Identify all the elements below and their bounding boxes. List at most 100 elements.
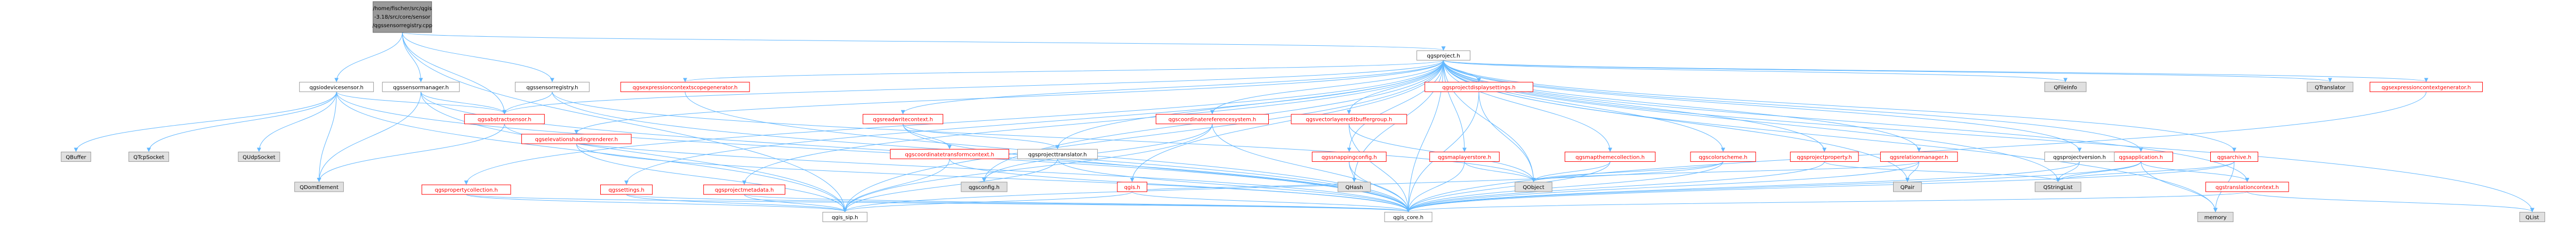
- node-qgsreadwritecontext-h[interactable]: qgsreadwritecontext.h: [863, 114, 944, 125]
- node-qgscolorscheme-h[interactable]: qgscolorscheme.h: [1690, 151, 1756, 162]
- node-memory[interactable]: memory: [2197, 212, 2234, 223]
- node-box: [600, 184, 653, 195]
- node-box: [1564, 151, 1656, 162]
- node-QPair[interactable]: QPair: [1893, 182, 1922, 192]
- node-label: qgsiodevicesensor.h: [309, 85, 363, 91]
- edge-qgsmaplayerstore_h-to-QObject: [1464, 161, 1536, 182]
- edge-qgscoordinatetransformcontext_h-to-qgis_sip_h: [842, 159, 950, 212]
- node-qgsmapthemecollection-h[interactable]: qgsmapthemecollection.h: [1564, 151, 1656, 162]
- node-box: [822, 212, 868, 223]
- node-qgstranslationcontext-h[interactable]: qgstranslationcontext.h: [2205, 182, 2289, 192]
- edge-qgsprojectproperty_h-to-QStringList: [1824, 161, 2060, 182]
- edge-qgsprojectmetadata_h-to-qgis_core_h: [744, 194, 1411, 212]
- edge-qgspropertycollection_h-to-qgis_core_h: [466, 194, 1410, 212]
- edge-qgsproject_h-to-qgstranslationcontext_h: [1443, 60, 2250, 182]
- node-box: [1515, 182, 1552, 192]
- edge-qgsprojectversion_h-to-qgis_core_h: [1406, 161, 2080, 212]
- edge-qgssensorregistry_h-to-QObject: [552, 92, 1536, 182]
- node-box: [1880, 151, 1958, 162]
- node-label: qgis_sip.h: [832, 215, 858, 221]
- node-qgsprojectproperty-h[interactable]: qgsprojectproperty.h: [1790, 151, 1859, 162]
- node-box: [1338, 182, 1371, 192]
- node-qgssettings-h[interactable]: qgssettings.h: [600, 184, 653, 195]
- node-qgsvectorlayereditbuffergroup-h[interactable]: qgsvectorlayereditbuffergroup.h: [1291, 114, 1407, 125]
- node-box: [421, 184, 511, 195]
- node-qgssensormanager-h[interactable]: qgssensormanager.h: [382, 81, 460, 92]
- node-label: QObject: [1523, 185, 1544, 191]
- node-qgselevationshadingrenderer-h[interactable]: qgselevationshadingrenderer.h: [521, 134, 632, 144]
- node-root: /home/fischer/src/qgis-3.18/src/core/sen…: [372, 1, 432, 33]
- edge-qgsvectorlayereditbuffergroup_h-to-qgis_core_h: [1348, 124, 1411, 212]
- node-qgscoordinatereferencesystem-h[interactable]: qgscoordinatereferencesystem.h: [1155, 114, 1269, 125]
- node-qgis-h[interactable]: qgis.h: [1117, 182, 1147, 192]
- node-box: [1424, 81, 1534, 92]
- node-label: qgssettings.h: [608, 187, 644, 193]
- node-qgsprojectdisplaysettings-h[interactable]: qgsprojectdisplaysettings.h: [1424, 81, 1534, 92]
- edge-qgsproject_h-to-qgsabstractsensor_h_top: [502, 60, 1444, 114]
- node-label: qgsprojectproperty.h: [1797, 154, 1852, 160]
- edge-qgsarchive_h-to-qgis_core_h: [1406, 161, 2235, 212]
- node-qgscoordinatetransformcontext-h[interactable]: qgscoordinatetransformcontext.h: [890, 149, 1009, 159]
- node-label: qgssnappingconfig.h: [1322, 154, 1377, 160]
- node-qgssnappingconfig-h[interactable]: qgssnappingconfig.h: [1311, 151, 1387, 162]
- node-label: qgsexpressioncontextgenerator.h: [2381, 85, 2471, 91]
- node-box: [1017, 149, 1098, 159]
- edge-qgsiodevicesensor_h-to-QDomElement: [317, 92, 337, 182]
- edge-qgssettings_h-to-qgis_sip_h: [626, 194, 847, 212]
- node-qgsapplication-h[interactable]: qgsapplication.h: [2108, 151, 2174, 162]
- node-qgsrelationmanager-h[interactable]: qgsrelationmanager.h: [1880, 151, 1958, 162]
- node-qgsexpressioncontextscopegenerator-h[interactable]: qgsexpressioncontextscopegenerator.h: [620, 81, 750, 92]
- node-qgsiodevicesensor-h[interactable]: qgsiodevicesensor.h: [299, 81, 374, 92]
- node-qgsabstractsensor-h-top[interactable]: qgsabstractsensor.h: [464, 114, 545, 125]
- edge-qgsproject_h-to-qgsprojectmetadata_h: [742, 60, 1444, 185]
- node-label: qgsproject.h: [1427, 53, 1460, 59]
- node-qgsexpressioncontextgenerator-h[interactable]: qgsexpressioncontextgenerator.h: [2369, 81, 2483, 92]
- edge-qgsproject_h-to-qgssnappingconfig_h: [1347, 60, 1444, 152]
- node-qgspropertycollection-h[interactable]: qgspropertycollection.h: [421, 184, 511, 195]
- node-QUdpSocket[interactable]: QUdpSocket: [238, 151, 280, 162]
- node-qgsarchive-h[interactable]: qgsarchive.h: [2210, 151, 2258, 162]
- node-qgsprojectversion-h[interactable]: qgsprojectversion.h: [2044, 151, 2115, 162]
- node-qgsprojecttranslator-h[interactable]: qgsprojecttranslator.h: [1017, 149, 1098, 159]
- edge-qgsproject_h-to-QList: [1443, 60, 2534, 212]
- node-box: [1291, 114, 1407, 125]
- edge-qgsproject_h-to-qgsrelationmanager_h: [1443, 60, 1921, 152]
- node-QObject[interactable]: QObject: [1515, 182, 1552, 192]
- node-qgis-sip-h[interactable]: qgis_sip.h: [822, 212, 868, 223]
- node-qgis-core-h[interactable]: qgis_core.h: [1384, 212, 1432, 223]
- node-QBuffer[interactable]: QBuffer: [61, 151, 91, 162]
- node-box: [1790, 151, 1859, 162]
- root-label-line: -3.18/src/core/sensor: [374, 14, 431, 20]
- node-qgsmaplayerstore-h[interactable]: qgsmaplayerstore.h: [1429, 151, 1500, 162]
- node-label: memory: [2204, 215, 2227, 221]
- root-label-line: /qgssensorregistry.cpp: [372, 23, 432, 29]
- node-label: qgssensorregistry.h: [526, 85, 578, 91]
- node-QDomElement[interactable]: QDomElement: [294, 182, 344, 192]
- node-qgsconfig-h[interactable]: qgsconfig.h: [961, 182, 1008, 192]
- node-QFileInfo[interactable]: QFileInfo: [2044, 81, 2087, 92]
- edge-qgstranslationcontext_h-to-QList: [2247, 191, 2534, 212]
- node-QList[interactable]: QList: [2519, 212, 2546, 223]
- node-box: [2307, 81, 2354, 92]
- node-QTranslator[interactable]: QTranslator: [2307, 81, 2354, 92]
- edge-qgscolorscheme_h-to-qgis_core_h: [1406, 161, 1724, 212]
- edge-qgsreadwritecontext_h-to-qgscoordinatetransformcontext_h: [903, 124, 952, 150]
- edge-root-to-qgis_sip_h: [402, 32, 847, 212]
- node-qgsprojectmetadata-h[interactable]: qgsprojectmetadata.h: [703, 184, 786, 195]
- edge-qgsmapthemecollection_h-to-qgis_core_h: [1406, 161, 1611, 212]
- edge-qgsapplication_h-to-QStringList: [2056, 161, 2142, 182]
- node-label: qgsapplication.h: [2119, 154, 2163, 160]
- edge-qgsproject_h-to-qgsprojectversion_h: [1443, 60, 2082, 152]
- node-QStringList[interactable]: QStringList: [2034, 182, 2081, 192]
- node-QTcpSocket[interactable]: QTcpSocket: [128, 151, 170, 162]
- edge-qgssensormanager_h-to-qgis_sip_h: [420, 92, 847, 212]
- node-label: qgsconfig.h: [969, 185, 1000, 191]
- node-qgsproject-h[interactable]: qgsproject.h: [1416, 50, 1471, 61]
- edge-qgsproject_h-to-qgscoordinatereferencesystem_h: [1210, 60, 1444, 114]
- node-qgssensorregistry-h[interactable]: qgssensorregistry.h: [514, 81, 590, 92]
- node-label: qgis_core.h: [1393, 215, 1423, 221]
- node-box: [521, 134, 632, 144]
- node-label: qgscoordinatereferencesystem.h: [1169, 117, 1257, 123]
- node-QHash[interactable]: QHash: [1338, 182, 1371, 192]
